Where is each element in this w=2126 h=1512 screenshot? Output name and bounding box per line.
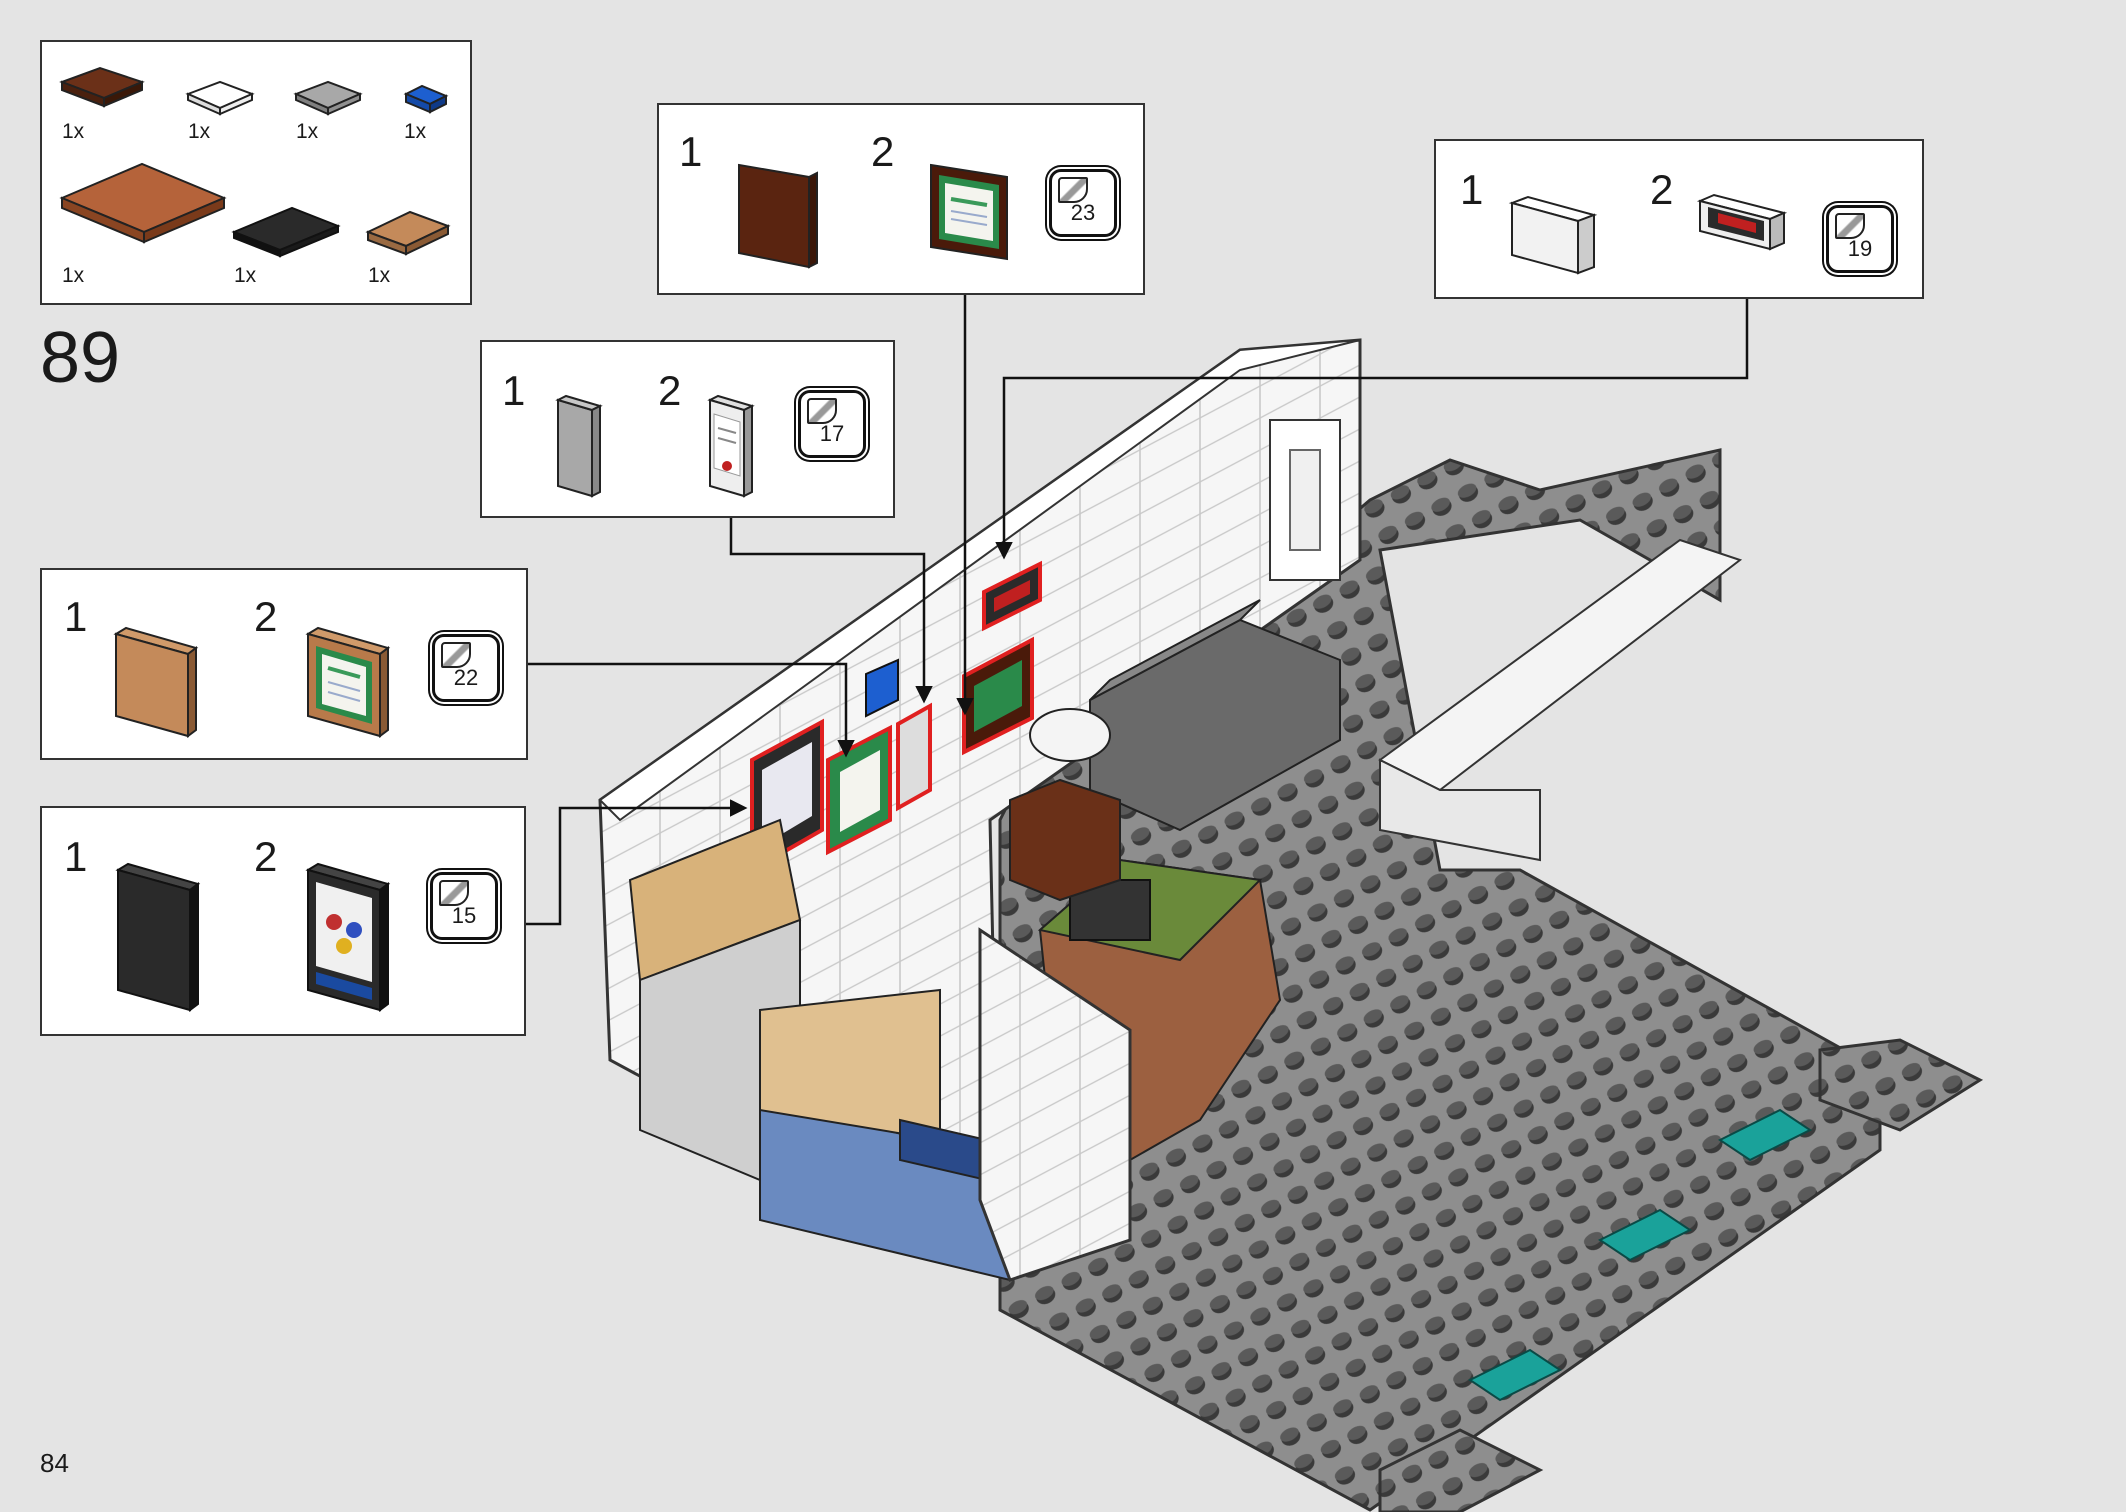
substep-number: 2: [1650, 166, 1674, 213]
substep-number: 2: [254, 833, 278, 880]
white-ledge: [1378, 538, 1743, 862]
certificate-tile-icon: [930, 163, 1008, 261]
sticker-number: 23: [1070, 200, 1096, 225]
teal-plates: [1468, 1108, 1812, 1402]
sticker-icon: 23: [1049, 169, 1117, 237]
part-qty: 1x: [188, 120, 211, 143]
callout-sticker-19: 1 2 19: [1434, 139, 1924, 299]
part-grey-tile: [293, 80, 363, 116]
parts-illustrations: [59, 66, 451, 258]
part-qty: 1x: [62, 120, 85, 143]
part-qty: 1x: [404, 120, 427, 143]
part-black-tile: [231, 206, 341, 258]
callout-sticker-23: 1 2 23: [657, 103, 1145, 295]
tan-tile-icon: [113, 626, 199, 738]
substep-number: 1: [64, 593, 88, 640]
shelves: [628, 818, 1132, 1282]
sticker-icon: 19: [1826, 205, 1894, 273]
sofa: [1089, 599, 1341, 832]
sticker-number: 19: [1847, 236, 1873, 261]
substep-number: 2: [658, 367, 682, 414]
substep-number: 2: [254, 593, 278, 640]
callout-leaders: [526, 295, 1749, 926]
part-reddish-brown-tile: [59, 66, 145, 108]
certificate-tile-icon: [305, 626, 391, 738]
step-number: 89: [40, 318, 121, 398]
substep-number: 1: [1460, 166, 1484, 213]
sticker-number: 15: [451, 903, 477, 928]
sticker-icon: 17: [798, 390, 866, 458]
substep-number: 2: [871, 128, 895, 175]
substep-number: 1: [64, 833, 88, 880]
part-qty: 1x: [368, 264, 391, 287]
part-qty: 1x: [234, 264, 257, 287]
notice-tile-icon: [707, 394, 755, 498]
white-tile-icon: [1508, 195, 1598, 275]
part-qty: 1x: [62, 264, 85, 287]
sticker-number: 17: [819, 421, 845, 446]
sticker-number: 22: [453, 665, 479, 690]
callout-sticker-22: 1 2 22: [40, 568, 528, 760]
desk: [1009, 708, 1282, 1162]
part-brown-plate: [59, 162, 227, 244]
callout-sticker-15: 1 2 15: [40, 806, 526, 1036]
black-tile-icon: [115, 862, 201, 1012]
part-white-tile: [185, 80, 255, 116]
sticker-icon: 15: [430, 872, 498, 940]
part-tan-tile: [365, 210, 451, 256]
page-number: 84: [40, 1448, 69, 1478]
substep-number: 1: [502, 367, 526, 414]
display-tile-icon: [1696, 193, 1788, 251]
map-tile-icon: [305, 862, 391, 1012]
substep-number: 1: [679, 128, 703, 175]
reddish-brown-tile-icon: [738, 163, 818, 269]
part-blue-tile: [403, 84, 449, 114]
callout-sticker-17: 1 2 17: [480, 340, 895, 518]
sticker-icon: 22: [432, 634, 500, 702]
parts-list: 1x 1x 1x 1x 1x 1x 1x: [40, 40, 472, 305]
part-qty: 1x: [296, 120, 319, 143]
grey-tile-icon: [555, 394, 603, 498]
